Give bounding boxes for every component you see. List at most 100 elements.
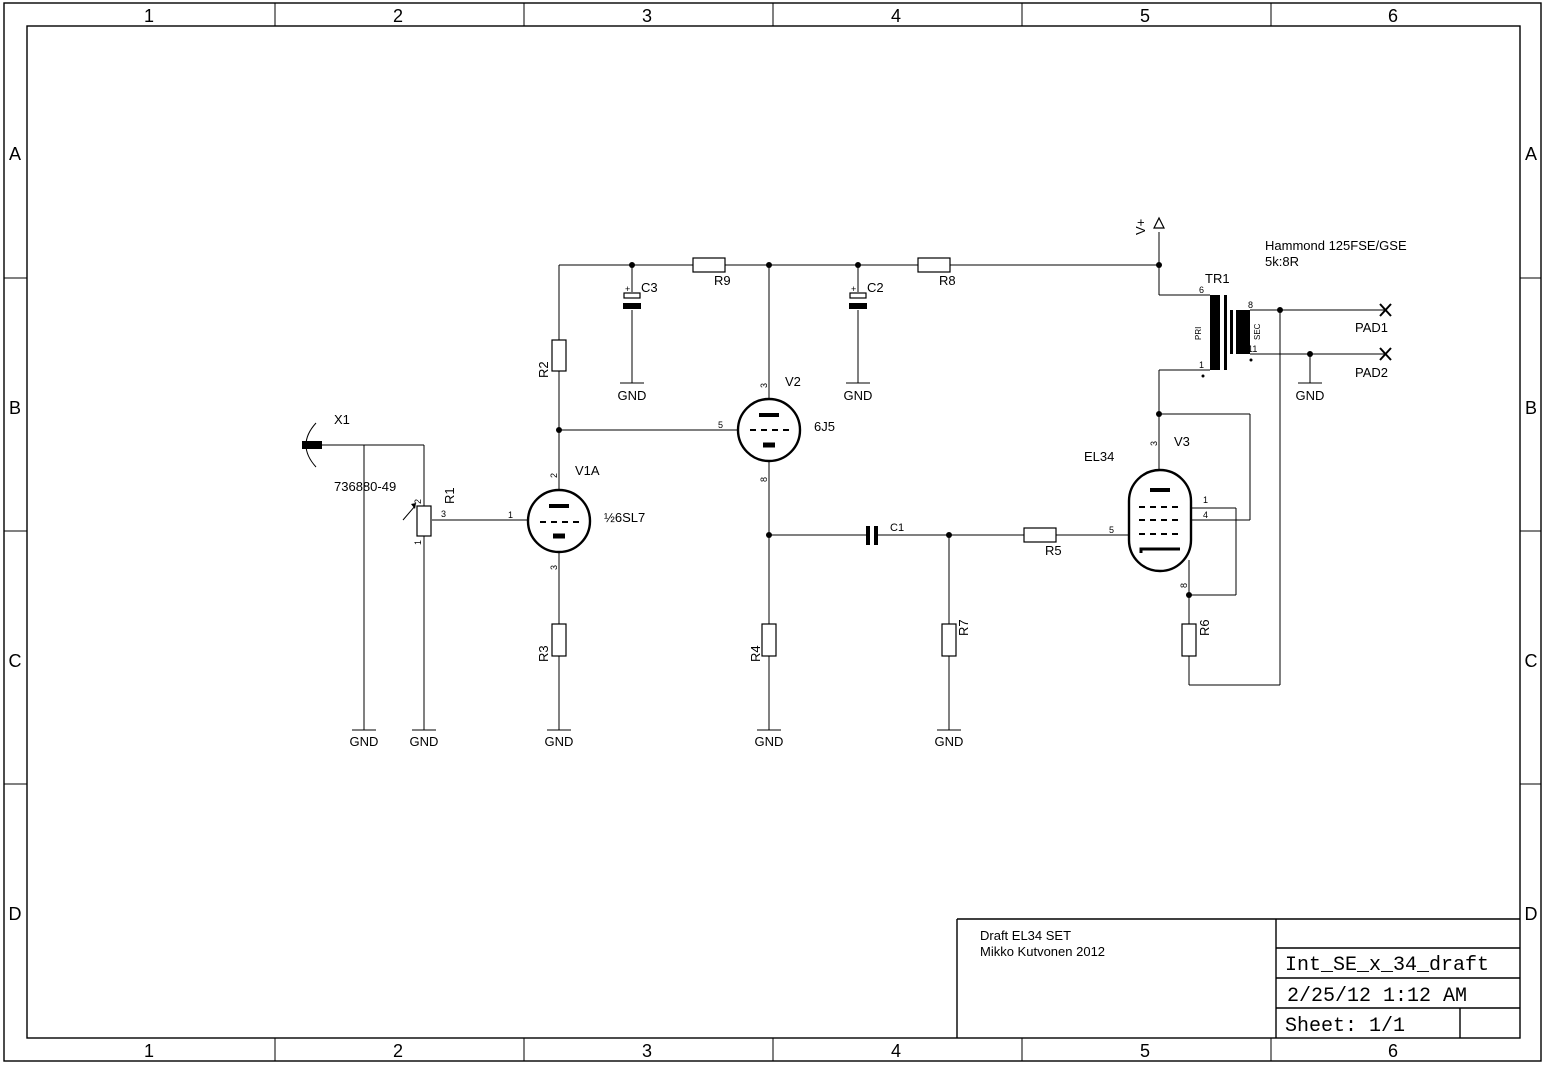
tr1-model: Hammond 125FSE/GSE (1265, 238, 1407, 253)
wires (320, 232, 1385, 730)
sheet-text: Sheet: 1/1 (1285, 1015, 1405, 1038)
row-label-right: C (1525, 651, 1538, 671)
pin-number: 8 (1179, 583, 1189, 588)
r1-label: R1 (442, 487, 457, 504)
gnd-label: GND (545, 734, 574, 749)
col-label-bottom: 2 (393, 1041, 403, 1061)
r9-label: R9 (714, 273, 731, 288)
gnd-label: GND (618, 388, 647, 403)
row-label-right: B (1525, 398, 1537, 418)
c3-label: C3 (641, 280, 658, 295)
resistor-r3: R3 (536, 623, 567, 662)
tr1-ratio: 5k:8R (1265, 254, 1299, 269)
resistor-r5: R5 (1023, 527, 1062, 558)
pin-number: 11 (1248, 344, 1257, 354)
r8-label: R8 (939, 273, 956, 288)
col-label-top: 5 (1140, 6, 1150, 26)
triode-v2: V2 6J5 3 5 8 (718, 374, 835, 482)
potentiometer-r1: R1 2 1 3 (402, 487, 457, 545)
pad-x-icon (1379, 347, 1392, 361)
row-label-left: B (9, 398, 21, 418)
resistors: R2 R3 R4 R7 R6 R9 R8 R5 (536, 257, 1212, 662)
col-label-bottom: 6 (1388, 1041, 1398, 1061)
date-text: 2/25/12 1:12 AM (1287, 985, 1467, 1008)
pin-number: 8 (759, 477, 769, 482)
x1-value: 736880-49 (334, 479, 396, 494)
col-label-top: 4 (891, 6, 901, 26)
title-block: Draft EL34 SET Mikko Kutvonen 2012 Int_S… (956, 918, 1520, 1038)
v3-value: EL34 (1084, 449, 1114, 464)
r2-label: R2 (536, 361, 551, 378)
capacitors: + C3 + C2 C1 (623, 280, 904, 545)
v1a-label: V1A (575, 463, 600, 478)
sec-label: SEC (1253, 323, 1262, 340)
polarity-mark: + (851, 284, 856, 294)
col-label-top: 3 (642, 6, 652, 26)
col-label-bottom: 5 (1140, 1041, 1150, 1061)
pin-number: 2 (549, 473, 559, 478)
pin-number: 8 (1248, 300, 1253, 310)
pin-number: 3 (549, 565, 559, 570)
gnd-label: GND (755, 734, 784, 749)
transformer-tr1: TR1 Hammond 125FSE/GSE 5k:8R PRI SEC 6 1… (1194, 238, 1407, 378)
filename-text: Int_SE_x_34_draft (1285, 954, 1489, 977)
gnd-label: GND (350, 734, 379, 749)
pin-number: 1 (1203, 495, 1208, 505)
resistor-r6: R6 (1181, 619, 1212, 657)
resistor-r4: R4 (748, 623, 777, 662)
output-pads: PAD1 PAD2 (1355, 303, 1392, 380)
pin-number: 4 (1203, 510, 1208, 520)
row-label-left: A (9, 144, 21, 164)
col-label-bottom: 3 (642, 1041, 652, 1061)
pin-number: 1 (413, 540, 423, 545)
r5-label: R5 (1045, 543, 1062, 558)
col-label-bottom: 4 (891, 1041, 901, 1061)
triode-v1a: V1A ½6SL7 2 1 3 (508, 463, 645, 570)
col-label-bottom: 1 (144, 1041, 154, 1061)
resistor-r8: R8 (917, 257, 956, 288)
pad-x-icon (1379, 303, 1392, 317)
gnd-label: GND (410, 734, 439, 749)
v2-value: 6J5 (814, 419, 835, 434)
input-jack-x1: X1 736880-49 (302, 412, 396, 494)
c1-label: C1 (890, 522, 904, 534)
r3-label: R3 (536, 645, 551, 662)
row-label-left: D (9, 904, 22, 924)
pin-number: 2 (413, 499, 423, 504)
polarity-mark: + (625, 284, 630, 294)
tr1-label: TR1 (1205, 271, 1230, 286)
x1-label: X1 (334, 412, 350, 427)
pin-number: 6 (1199, 285, 1204, 295)
description-text: Draft EL34 SET (980, 928, 1071, 943)
col-label-top: 6 (1388, 6, 1398, 26)
pin-number: 3 (441, 509, 446, 519)
r7-label: R7 (956, 619, 971, 636)
resistor-r2: R2 (536, 339, 567, 378)
v3-label: V3 (1174, 434, 1190, 449)
c2-label: C2 (867, 280, 884, 295)
supply-label: V+ (1133, 219, 1148, 235)
ground-symbols: GND GND GND GND GND GND GND GND (350, 382, 1325, 749)
pin-number: 1 (1199, 360, 1204, 370)
row-label-right: D (1525, 904, 1538, 924)
resistor-r9: R9 (692, 257, 731, 288)
drawing-frame: 1 2 3 4 5 6 1 2 3 4 5 6 A B C D A B C D (3, 2, 1542, 1062)
gnd-label: GND (844, 388, 873, 403)
pin-number: 5 (1109, 525, 1114, 535)
pin-number: 3 (759, 383, 769, 388)
row-label-right: A (1525, 144, 1537, 164)
gnd-label: GND (1296, 388, 1325, 403)
pin-number: 5 (718, 420, 723, 430)
junctions (556, 262, 1313, 598)
r6-label: R6 (1197, 619, 1212, 636)
capacitor-c1: C1 (866, 522, 904, 545)
supply-vplus: V+ (1133, 216, 1165, 235)
pad1-label: PAD1 (1355, 320, 1388, 335)
gnd-label: GND (935, 734, 964, 749)
capacitor-c2: + C2 (849, 280, 884, 309)
pri-label: PRI (1194, 327, 1203, 340)
v1a-value: ½6SL7 (604, 510, 645, 525)
col-label-top: 1 (144, 6, 154, 26)
resistor-r7: R7 (941, 619, 971, 657)
